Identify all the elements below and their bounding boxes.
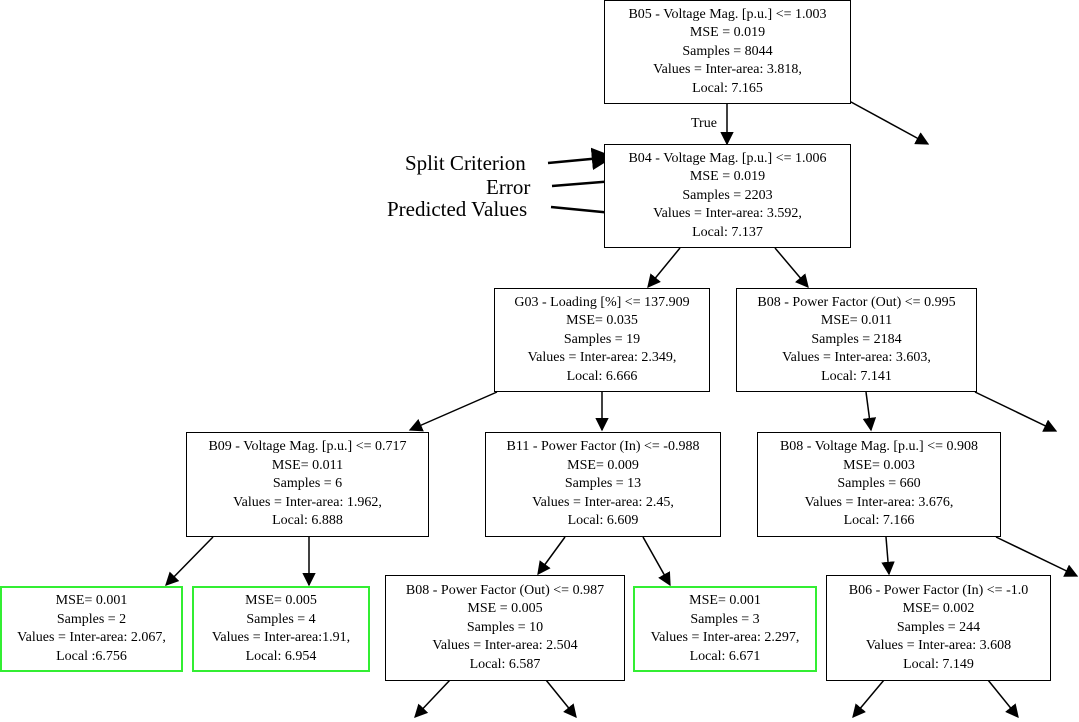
edge-n8-left	[852, 679, 885, 719]
node-b04: B04 - Voltage Mag. [p.u.] <= 1.006 MSE =…	[604, 144, 851, 248]
values-inter-area: Values = Inter-area: 3.818,	[653, 62, 802, 78]
split-criterion: B05 - Voltage Mag. [p.u.] <= 1.003	[628, 6, 827, 22]
mse-value: MSE= 0.035	[566, 313, 638, 329]
node-b09: B09 - Voltage Mag. [p.u.] <= 0.717 MSE= …	[186, 432, 429, 537]
split-criterion: B04 - Voltage Mag. [p.u.] <= 1.006	[628, 150, 827, 166]
samples-value: Samples = 2203	[682, 187, 773, 203]
split-criterion: B09 - Voltage Mag. [p.u.] <= 0.717	[208, 439, 407, 455]
mse-value: MSE= 0.003	[843, 457, 915, 473]
values-inter-area: Values = Inter-area: 2.067,	[17, 630, 166, 645]
node-b08-pf-out-2: B08 - Power Factor (Out) <= 0.987 MSE = …	[385, 575, 625, 681]
samples-value: Samples = 2	[56, 611, 127, 627]
values-inter-area: Values = Inter-area: 2.349,	[527, 350, 677, 366]
mse-value: MSE= 0.001	[55, 593, 128, 608]
values-inter-area: Values = Inter-area: 3.592,	[653, 206, 802, 222]
edge-n7-left	[414, 679, 451, 718]
values-local: Local: 7.165	[692, 80, 763, 96]
edge-n3-right	[974, 391, 1058, 432]
node-g03: G03 - Loading [%] <= 137.909 MSE= 0.035 …	[494, 288, 710, 392]
samples-value: Samples = 6	[272, 476, 343, 492]
values-local: Local: 6.671	[689, 648, 761, 664]
values-inter-area: Values = Inter-area: 3.608	[865, 638, 1012, 654]
edge-n7-right	[545, 679, 577, 719]
samples-value: Samples = 19	[563, 331, 641, 347]
values-local: Local: 6.888	[272, 513, 343, 529]
annotation-predicted-values: Predicted Values	[387, 197, 528, 221]
mse-value: MSE= 0.001	[689, 593, 761, 608]
split-criterion: B08 - Power Factor (Out) <= 0.987	[405, 582, 605, 598]
edge-n8-right	[987, 679, 1019, 719]
split-criterion: B08 - Voltage Mag. [p.u.] <= 0.908	[779, 439, 979, 455]
mse-value: MSE = 0.019	[689, 25, 766, 41]
edge-label-true: True	[691, 116, 717, 131]
values-inter-area: Values = Inter-area: 2.504	[432, 638, 578, 654]
samples-value: Samples = 4	[246, 611, 316, 627]
values-local: Local :6.756	[56, 648, 127, 664]
split-criterion: G03 - Loading [%] <= 137.909	[514, 294, 690, 310]
values-inter-area: Values = Inter-area:1.91,	[211, 630, 351, 645]
values-inter-area: Values = Inter-area: 2.297,	[650, 630, 800, 645]
mse-value: MSE= 0.009	[567, 457, 639, 473]
values-local: Local: 7.141	[821, 368, 892, 384]
node-root: B05 - Voltage Mag. [p.u.] <= 1.003 MSE =…	[604, 0, 851, 104]
values-local: Local: 6.666	[566, 368, 638, 384]
mse-value: MSE= 0.011	[271, 457, 344, 473]
samples-value: Samples = 3	[690, 611, 760, 627]
values-local: Local: 6.609	[567, 513, 639, 529]
samples-value: Samples = 8044	[682, 43, 773, 59]
edge-n1-n3	[774, 247, 809, 289]
split-criterion: B08 - Power Factor (Out) <= 0.995	[757, 294, 956, 310]
mse-value: MSE= 0.011	[820, 313, 893, 329]
edge-n6-right	[995, 536, 1079, 577]
node-b08-pf-out: B08 - Power Factor (Out) <= 0.995 MSE= 0…	[736, 288, 977, 392]
values-local: Local: 7.166	[843, 513, 915, 529]
node-b11: B11 - Power Factor (In) <= -0.988 MSE= 0…	[485, 432, 721, 537]
samples-value: Samples = 244	[896, 619, 981, 635]
values-local: Local: 7.137	[692, 224, 763, 240]
split-criterion: B11 - Power Factor (In) <= -0.988	[506, 439, 700, 455]
mse-value: MSE= 0.005	[245, 593, 317, 608]
leaf-node-2: MSE= 0.005 Samples = 4 Values = Inter-ar…	[192, 586, 370, 672]
values-local: Local: 7.149	[903, 656, 974, 672]
values-inter-area: Values = Inter-area: 3.603,	[782, 350, 931, 366]
leaf-node-3: MSE= 0.001 Samples = 3 Values = Inter-ar…	[633, 586, 817, 672]
pointer-split-criterion	[547, 147, 615, 171]
edge-n1-n2	[647, 247, 681, 289]
samples-value: Samples = 10	[466, 619, 544, 635]
edge-n2-n4	[408, 391, 498, 432]
edge-n6-n8	[881, 536, 895, 576]
samples-value: Samples = 13	[564, 476, 642, 492]
edge-n5-n7	[537, 536, 566, 576]
split-criterion: B06 - Power Factor (In) <= -1.0	[848, 582, 1029, 598]
edge-n4-leaf1	[165, 536, 214, 586]
node-b08-vmag: B08 - Voltage Mag. [p.u.] <= 0.908 MSE= …	[757, 432, 1001, 537]
values-local: Local: 6.954	[245, 648, 317, 664]
annotation-error: Error	[486, 175, 531, 199]
samples-value: Samples = 2184	[811, 331, 902, 347]
node-b06: B06 - Power Factor (In) <= -1.0 MSE= 0.0…	[826, 575, 1051, 681]
values-inter-area: Values = Inter-area: 3.676,	[804, 494, 954, 510]
edge-n3-n6	[862, 391, 877, 432]
values-inter-area: Values = Inter-area: 1.962,	[233, 494, 382, 510]
values-local: Local: 6.587	[469, 656, 541, 672]
edge-root-right	[839, 95, 930, 145]
annotation-split-criterion: Split Criterion	[405, 151, 526, 175]
values-inter-area: Values = Inter-area: 2.45,	[532, 494, 674, 510]
leaf-node-1: MSE= 0.001 Samples = 2 Values = Inter-ar…	[0, 586, 183, 672]
samples-value: Samples = 660	[837, 476, 921, 492]
mse-value: MSE= 0.002	[902, 601, 975, 617]
edge-n5-leaf3	[642, 536, 671, 587]
mse-value: MSE = 0.005	[467, 601, 543, 617]
mse-value: MSE = 0.019	[689, 169, 766, 185]
